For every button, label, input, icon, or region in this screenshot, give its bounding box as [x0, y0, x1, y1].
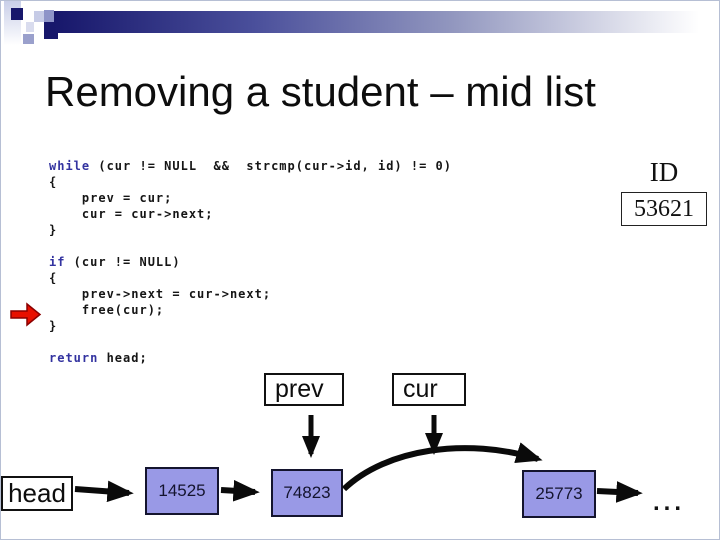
code-line: { [49, 270, 452, 286]
code-text: (cur != NULL && strcmp(cur->id, id) != 0… [90, 159, 453, 173]
list-continuation-ellipsis: ... [653, 489, 686, 516]
code-line: prev->next = cur->next; [49, 286, 452, 302]
header-gradient-bar [54, 11, 719, 33]
code-keyword: if [49, 255, 66, 269]
code-line: } [49, 318, 452, 334]
code-text: free(cur); [49, 303, 165, 317]
code-text: { [49, 271, 58, 285]
deco-square-icon [23, 34, 34, 44]
code-keyword: return [49, 351, 99, 365]
execution-pointer-arrow [10, 302, 42, 327]
code-text: head; [98, 351, 148, 365]
prev-pointer-box: prev [264, 373, 344, 406]
code-line: while (cur != NULL && strcmp(cur->id, id… [49, 158, 452, 174]
list-node: 74823 [271, 469, 343, 517]
id-value: 53621 [634, 195, 694, 222]
code-line [49, 238, 452, 254]
node-value: 14525 [158, 481, 206, 500]
code-text: (cur != NULL) [65, 255, 181, 269]
node-value: 25773 [535, 484, 583, 503]
cur-pointer-box: cur [392, 373, 466, 406]
head-box: head [1, 476, 73, 511]
deco-square-icon [11, 8, 23, 20]
code-text: { [49, 175, 58, 189]
bypass-next-arc [341, 442, 543, 492]
head-label: head [8, 478, 66, 508]
code-text: } [49, 223, 58, 237]
cur-pointer-label: cur [403, 375, 438, 403]
code-block: while (cur != NULL && strcmp(cur->id, id… [49, 158, 452, 366]
code-text: } [49, 319, 58, 333]
head-next-arrow [74, 480, 134, 503]
code-line [49, 334, 452, 350]
code-line: if (cur != NULL) [49, 254, 452, 270]
deco-square-icon [44, 10, 54, 22]
prev-pointer-label: prev [275, 375, 324, 403]
code-line: cur = cur->next; [49, 206, 452, 222]
list-node: 25773 [522, 470, 596, 518]
deco-square-icon [34, 11, 44, 22]
node1-next-arrow [220, 479, 260, 502]
list-node: 14525 [145, 467, 219, 515]
id-value-box: 53621 [621, 192, 707, 226]
code-line: { [49, 174, 452, 190]
node3-next-arrow [596, 481, 643, 503]
code-line: } [49, 222, 452, 238]
code-text: cur = cur->next; [49, 207, 214, 221]
code-line: prev = cur; [49, 190, 452, 206]
code-line: return head; [49, 350, 452, 366]
id-label: ID [649, 157, 679, 187]
code-line: free(cur); [49, 302, 452, 318]
code-text: prev->next = cur->next; [49, 287, 272, 301]
deco-square-icon [26, 22, 34, 32]
slide-title: Removing a student – mid list [45, 68, 596, 115]
code-keyword: while [49, 159, 91, 173]
node-value: 74823 [283, 483, 331, 502]
code-text: prev = cur; [49, 191, 173, 205]
